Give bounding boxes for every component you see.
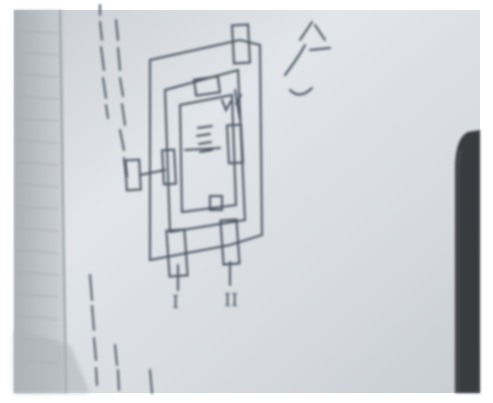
paper-surface — [14, 10, 480, 393]
label-meter-two: II — [224, 290, 238, 311]
dark-object-right — [455, 130, 480, 393]
blur-overlay — [14, 10, 480, 393]
vertical-notes — [89, 4, 153, 394]
bottom-left-shadow — [14, 330, 90, 393]
label-meter-one: I — [172, 292, 179, 313]
diagram-labels: I II — [172, 290, 238, 313]
circuit-drawing — [124, 21, 331, 291]
notebook-edge — [13, 9, 67, 394]
